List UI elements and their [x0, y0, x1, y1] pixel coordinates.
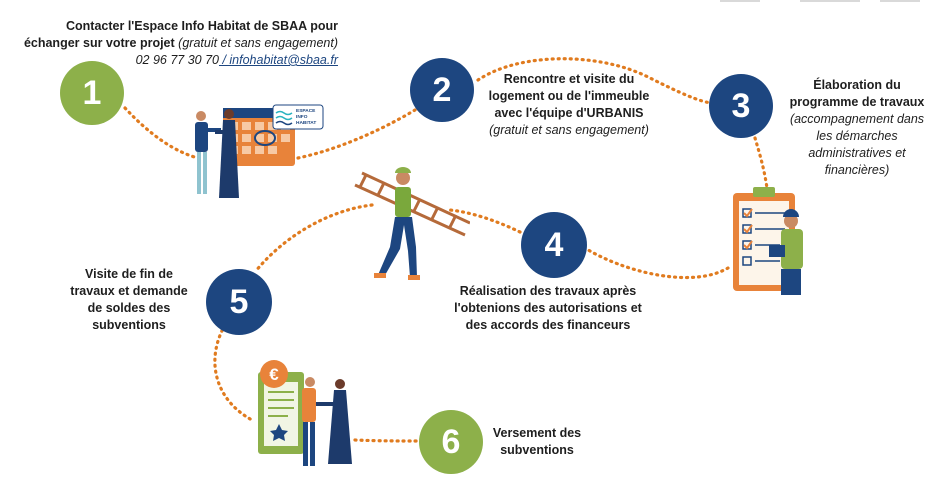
- step-3-circle: 3: [709, 74, 773, 138]
- path-segment-8: [213, 323, 254, 422]
- seal-icon: [270, 424, 288, 441]
- step-1-circle: 1: [60, 61, 124, 125]
- path-segment-2: [296, 108, 417, 160]
- svg-text:€: €: [269, 365, 279, 384]
- step-4-circle: 4: [521, 212, 587, 278]
- path-segment-6: [448, 208, 522, 234]
- step-1-number: 1: [82, 73, 102, 112]
- path-segment-3: [476, 57, 714, 105]
- svg-text:HABITAT: HABITAT: [296, 120, 316, 126]
- step-6-number: 6: [441, 422, 461, 461]
- step-1-phone: 02 96 77 30 70: [135, 53, 219, 67]
- worker-ladder-illustration: [354, 167, 470, 280]
- top-divider: [880, 0, 920, 2]
- path-segment-4: [753, 136, 769, 190]
- step-4-title: Réalisation des travaux après l'obtenion…: [454, 284, 642, 332]
- step-6-title: Versement des subventions: [492, 426, 582, 457]
- path-segment-9: [353, 438, 420, 443]
- path-segment-7: [253, 203, 374, 274]
- subsidy-illustration: €: [258, 360, 352, 466]
- step-3-note: (accompagnement dans les démarches admin…: [789, 112, 925, 177]
- step-1-text: Contacter l'Espace Info Habitat de SBAA …: [10, 18, 338, 69]
- svg-text:INFO: INFO: [296, 114, 308, 120]
- person-icon: [302, 388, 316, 422]
- step-3-number: 3: [731, 86, 751, 125]
- step-2-title: Rencontre et visite du logement ou de l'…: [488, 72, 650, 120]
- step-4-text: Réalisation des travaux après l'obtenion…: [448, 283, 648, 334]
- svg-text:ESPACE: ESPACE: [296, 108, 316, 114]
- step-1-email-link[interactable]: / infohabitat@sbaa.fr: [218, 53, 338, 67]
- step-2-number: 2: [432, 70, 452, 109]
- step-5-title: Visite de fin de travaux et demande de s…: [70, 267, 188, 332]
- worker-icon: [395, 187, 411, 217]
- step-1-note: (gratuit et sans engagement): [178, 36, 338, 50]
- path-segment-1: [123, 106, 200, 160]
- path-segment-5: [583, 246, 730, 280]
- person-icon: [195, 122, 208, 152]
- step-6-text: Versement des subventions: [488, 425, 586, 459]
- step-3-text: Élaboration du programme de travaux (acc…: [782, 77, 932, 179]
- step-5-text: Visite de fin de travaux et demande de s…: [62, 266, 196, 334]
- espace-info-habitat-logo: [272, 104, 324, 130]
- person-icon: [328, 390, 352, 464]
- step-4-number: 4: [544, 225, 564, 264]
- meeting-calendar-illustration: ESPACE INFO HABITAT: [195, 104, 324, 198]
- step-2-text: Rencontre et visite du logement ou de l'…: [483, 71, 655, 139]
- top-divider: [720, 0, 760, 2]
- person-icon: [781, 229, 803, 269]
- clipboard-planner-illustration: [733, 187, 803, 295]
- step-5-number: 5: [229, 282, 249, 321]
- step-2-circle: 2: [410, 58, 474, 122]
- step-3-title: Élaboration du programme de travaux: [789, 78, 925, 109]
- euro-icon: [260, 360, 288, 388]
- step-2-note: (gratuit et sans engagement): [489, 123, 649, 137]
- person-icon: [219, 120, 239, 198]
- step-5-circle: 5: [206, 269, 272, 335]
- top-divider: [800, 0, 860, 2]
- step-6-circle: 6: [419, 410, 483, 474]
- step-1-title: Contacter l'Espace Info Habitat de SBAA …: [23, 19, 338, 50]
